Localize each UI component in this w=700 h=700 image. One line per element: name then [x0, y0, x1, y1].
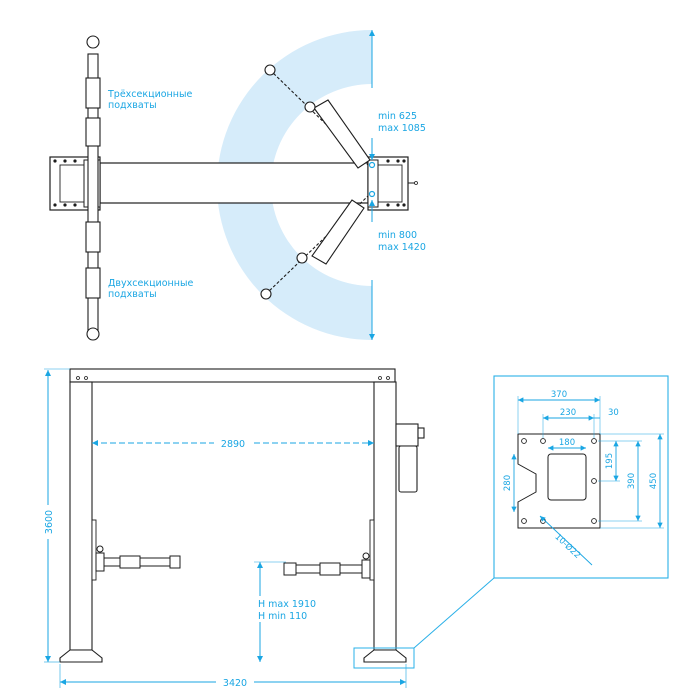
left-column: [69, 381, 93, 651]
base-plate-callout: [353, 647, 415, 669]
height-value: 3600: [44, 510, 55, 534]
upper-range-label: min 625 max 1085: [378, 111, 426, 134]
plate-slot: [547, 453, 587, 501]
left-arms: [85, 35, 101, 341]
total-width-value: 3420: [223, 678, 247, 689]
three-section-label: Трёхсекционные подхваты: [107, 89, 195, 111]
top-view: Трёхсекционные подхваты Двухсекционные п…: [49, 30, 426, 341]
two-section-label: Двухсекционные подхваты: [108, 278, 196, 300]
right-column: [373, 381, 397, 651]
right-arm-upper: [264, 64, 371, 169]
right-lift-arm: [283, 552, 371, 579]
clear-width-value: 2890: [221, 439, 245, 450]
dim-450: 450: [649, 473, 659, 489]
lift-height-label: H max 1910 H min 110: [258, 599, 319, 622]
dim-195: 195: [605, 453, 615, 469]
dim-30: 30: [608, 408, 619, 418]
lower-range-label: min 800 max 1420: [378, 230, 426, 253]
dim-230: 230: [560, 408, 576, 418]
left-lift-arm: [95, 545, 181, 572]
dim-370: 370: [551, 390, 567, 400]
base-plate-inset: 370 230 30 180 280 195 390 450 10-Ø22: [493, 375, 669, 579]
front-top-beam: [69, 368, 396, 383]
right-arm-lower: [260, 195, 369, 300]
front-view: 3600 2890 3420 H max 1910 H min 110: [40, 368, 495, 689]
top-beam: [99, 162, 369, 204]
dim-280: 280: [503, 475, 513, 491]
arm-swing-area: [217, 30, 372, 340]
dim-390: 390: [627, 473, 637, 489]
power-unit: [395, 423, 425, 493]
dim-180: 180: [559, 438, 575, 448]
